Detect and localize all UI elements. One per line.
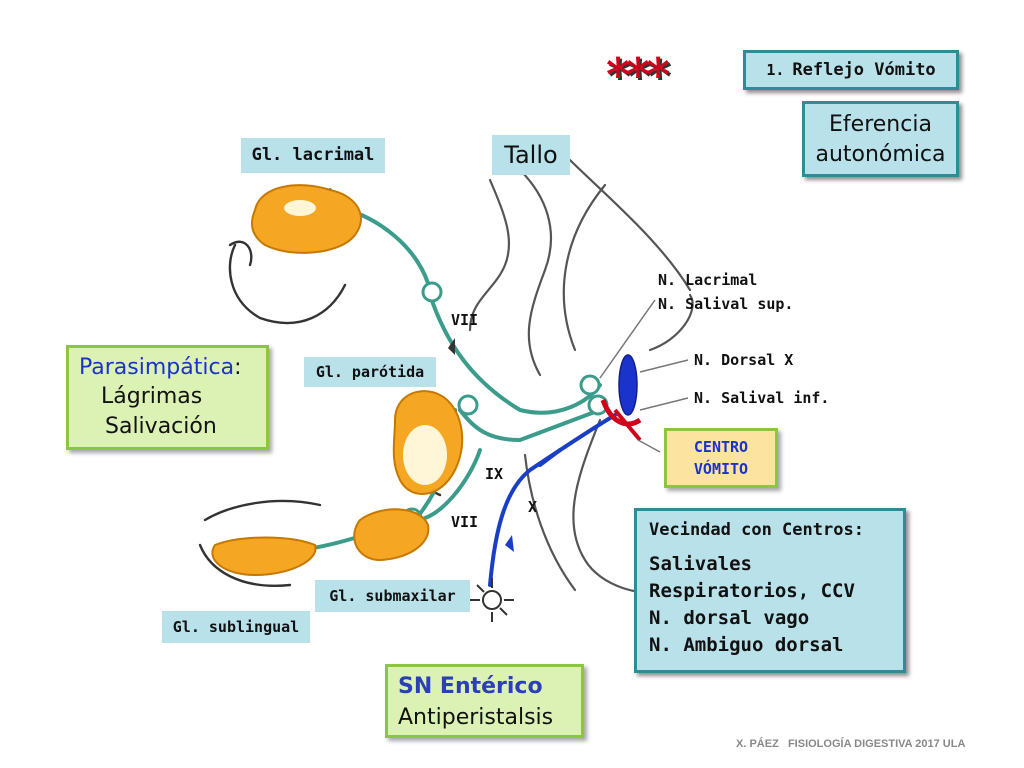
vii-arrow [448,338,455,355]
title-text: Reflejo Vómito [792,60,936,80]
gland-parotid-label: Gl. parótida [304,357,436,387]
vomit-center-box: CENTRO VÓMITO [664,428,778,488]
nucleus-dorsal-x: N. Dorsal X [694,351,794,369]
nerve-x: X [528,498,538,516]
parasympathetic-item-tears: Lágrimas [101,384,203,409]
gland-lacrimal-label: Gl. lacrimal [241,138,385,173]
enteric-title: SN Entérico [398,674,543,699]
gland-highlights [284,200,447,485]
title-box: 1. Reflejo Vómito [743,50,959,90]
vomit-center-line1: CENTRO [693,438,749,456]
enteric-ganglion [470,578,514,622]
footer-credit: X. PÁEZ FISIOLOGÍA DIGESTIVA 2017 ULA [736,738,966,750]
neighborhood-title: Vecindad con Centros: [649,520,864,540]
gland-sublingual-label: Gl. sublingual [162,611,310,643]
neighborhood-item-salivary: Salivales [649,553,752,575]
gland-submaxillar-label: Gl. submaxilar [315,580,470,612]
importance-stars: *** [606,48,670,102]
parasympathetic-title-text: Parasimpática [79,355,235,380]
title-number: 1. [766,61,785,79]
vagus-arrow [505,535,514,552]
neighborhood-item-dorsal-vagus: N. dorsal vago [649,607,810,629]
efferent-box: Eferencia autonómica [802,101,959,177]
nuclei-cluster [600,354,642,442]
nerve-ix: IX [485,465,504,483]
nerve-vii-upper: VII [451,311,479,329]
efferent-line1: Eferencia [829,112,932,137]
neighborhood-item-ambiguus: N. Ambiguo dorsal [649,634,844,656]
parasympathetic-item-salivation: Salivación [105,414,217,439]
parasympathetic-title: Parasimpática: [79,354,266,382]
efferent-line2: autonómica [815,142,946,167]
neighborhood-box: Vecindad con Centros: Salivales Respirat… [634,508,906,673]
vagus-fibers [488,413,617,587]
nucleus-lacrimal: N. Lacrimal [658,271,758,289]
neighborhood-item-respiratory: Respiratorios, CCV [649,580,855,602]
parasympathetic-box: Parasimpática: Lágrimas Salivación [66,345,269,450]
gland-shapes [211,184,464,577]
parasympathetic-colon: : [234,355,242,380]
pointer-lines [599,299,689,453]
nerve-vii-lower: VII [451,513,479,531]
enteric-box: SN Entérico Antiperistalsis [385,664,584,738]
enteric-subtitle: Antiperistalsis [398,705,554,730]
vomit-center-line2: VÓMITO [693,460,749,478]
nucleus-salival-inf: N. Salival inf. [694,389,830,407]
nucleus-salival-sup: N. Salival sup. [658,295,794,313]
brainstem-label: Tallo [492,135,570,175]
